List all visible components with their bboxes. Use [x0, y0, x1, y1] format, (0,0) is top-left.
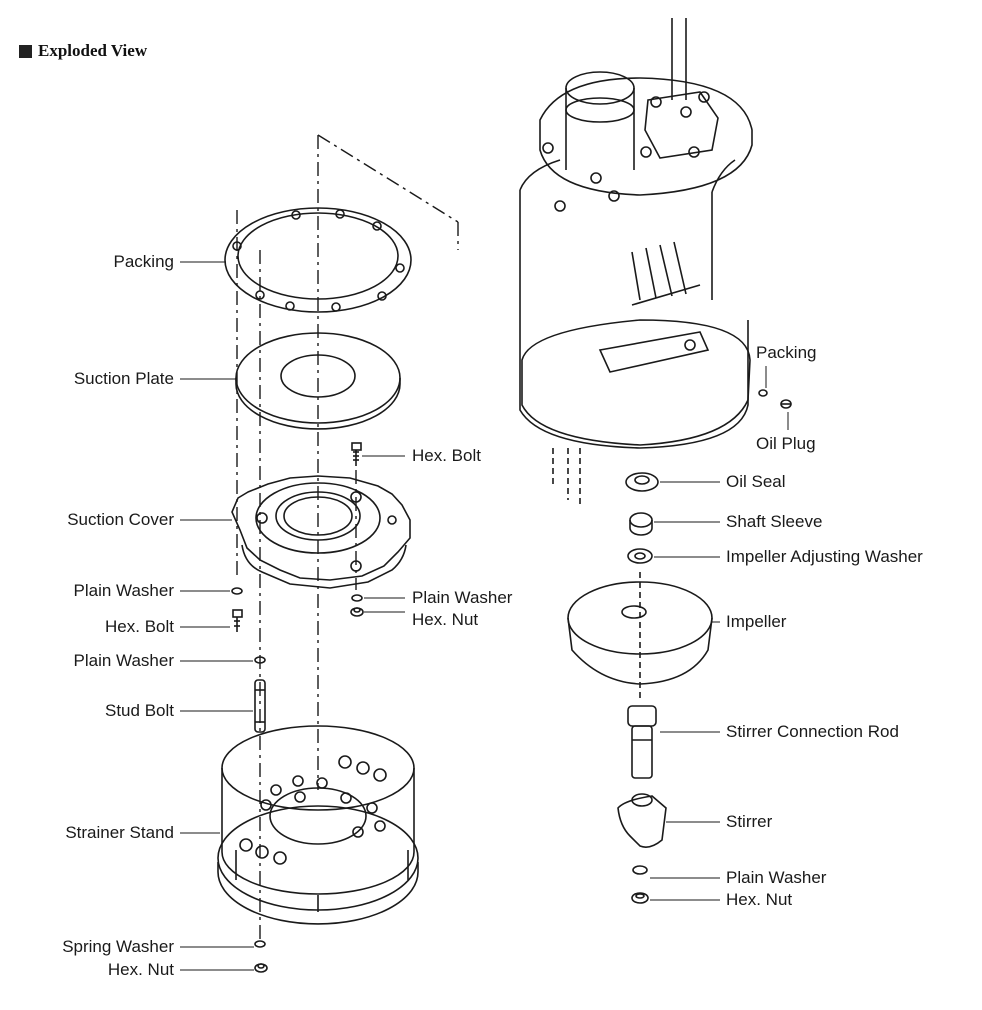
suction-plate — [235, 332, 401, 430]
packing-small — [758, 389, 768, 397]
right-parts-stack — [567, 472, 713, 904]
label-stirrer-connection-rod: Stirrer Connection Rod — [726, 722, 899, 741]
label-plain-washer-right: Plain Washer — [726, 868, 827, 887]
label-stirrer: Stirrer — [726, 812, 773, 831]
label-plain-washer-1: Plain Washer — [73, 581, 174, 600]
title-bullet-icon — [19, 45, 32, 58]
label-hex-bolt-left: Hex. Bolt — [105, 617, 174, 636]
label-impeller-adjusting-washer: Impeller Adjusting Washer — [726, 547, 923, 566]
spring-washer — [254, 940, 266, 948]
motor-body — [519, 18, 753, 506]
label-plain-washer-2: Plain Washer — [73, 651, 174, 670]
label-hex-nut-right: Hex. Nut — [726, 890, 793, 909]
label-suction-cover: Suction Cover — [67, 510, 174, 529]
label-spring-washer: Spring Washer — [62, 937, 174, 956]
suction-cover — [231, 475, 411, 589]
strainer-stand — [217, 725, 419, 925]
label-hex-nut-middle: Hex. Nut — [412, 610, 479, 629]
label-impeller: Impeller — [726, 612, 787, 631]
label-shaft-sleeve: Shaft Sleeve — [726, 512, 823, 531]
label-packing-small: Packing — [756, 343, 817, 362]
packing-ring — [224, 207, 412, 313]
plain-washer-left-1 — [231, 587, 243, 595]
label-oil-plug: Oil Plug — [756, 434, 816, 453]
label-hex-nut-bottom: Hex. Nut — [107, 960, 174, 979]
center-axis-lines — [236, 134, 459, 940]
label-strainer-stand: Strainer Stand — [65, 823, 174, 842]
stud-bolt — [254, 679, 266, 733]
hex-nut-middle — [350, 607, 364, 617]
label-stud-bolt: Stud Bolt — [105, 701, 174, 720]
hex-nut-bottom — [254, 963, 268, 973]
label-hex-bolt-middle: Hex. Bolt — [412, 446, 481, 465]
left-leader-lines — [180, 261, 405, 971]
plain-washer-left-2 — [254, 656, 266, 664]
oil-plug — [780, 399, 792, 409]
label-oil-seal: Oil Seal — [726, 472, 786, 491]
hex-bolt-top — [351, 442, 362, 466]
label-packing: Packing — [113, 252, 174, 271]
page-title: Exploded View — [38, 41, 148, 60]
label-plain-washer-middle: Plain Washer — [412, 588, 513, 607]
label-suction-plate: Suction Plate — [73, 369, 174, 388]
right-leader-lines — [650, 366, 789, 901]
hex-bolt-left — [232, 609, 243, 632]
plain-washer-middle — [351, 594, 363, 602]
